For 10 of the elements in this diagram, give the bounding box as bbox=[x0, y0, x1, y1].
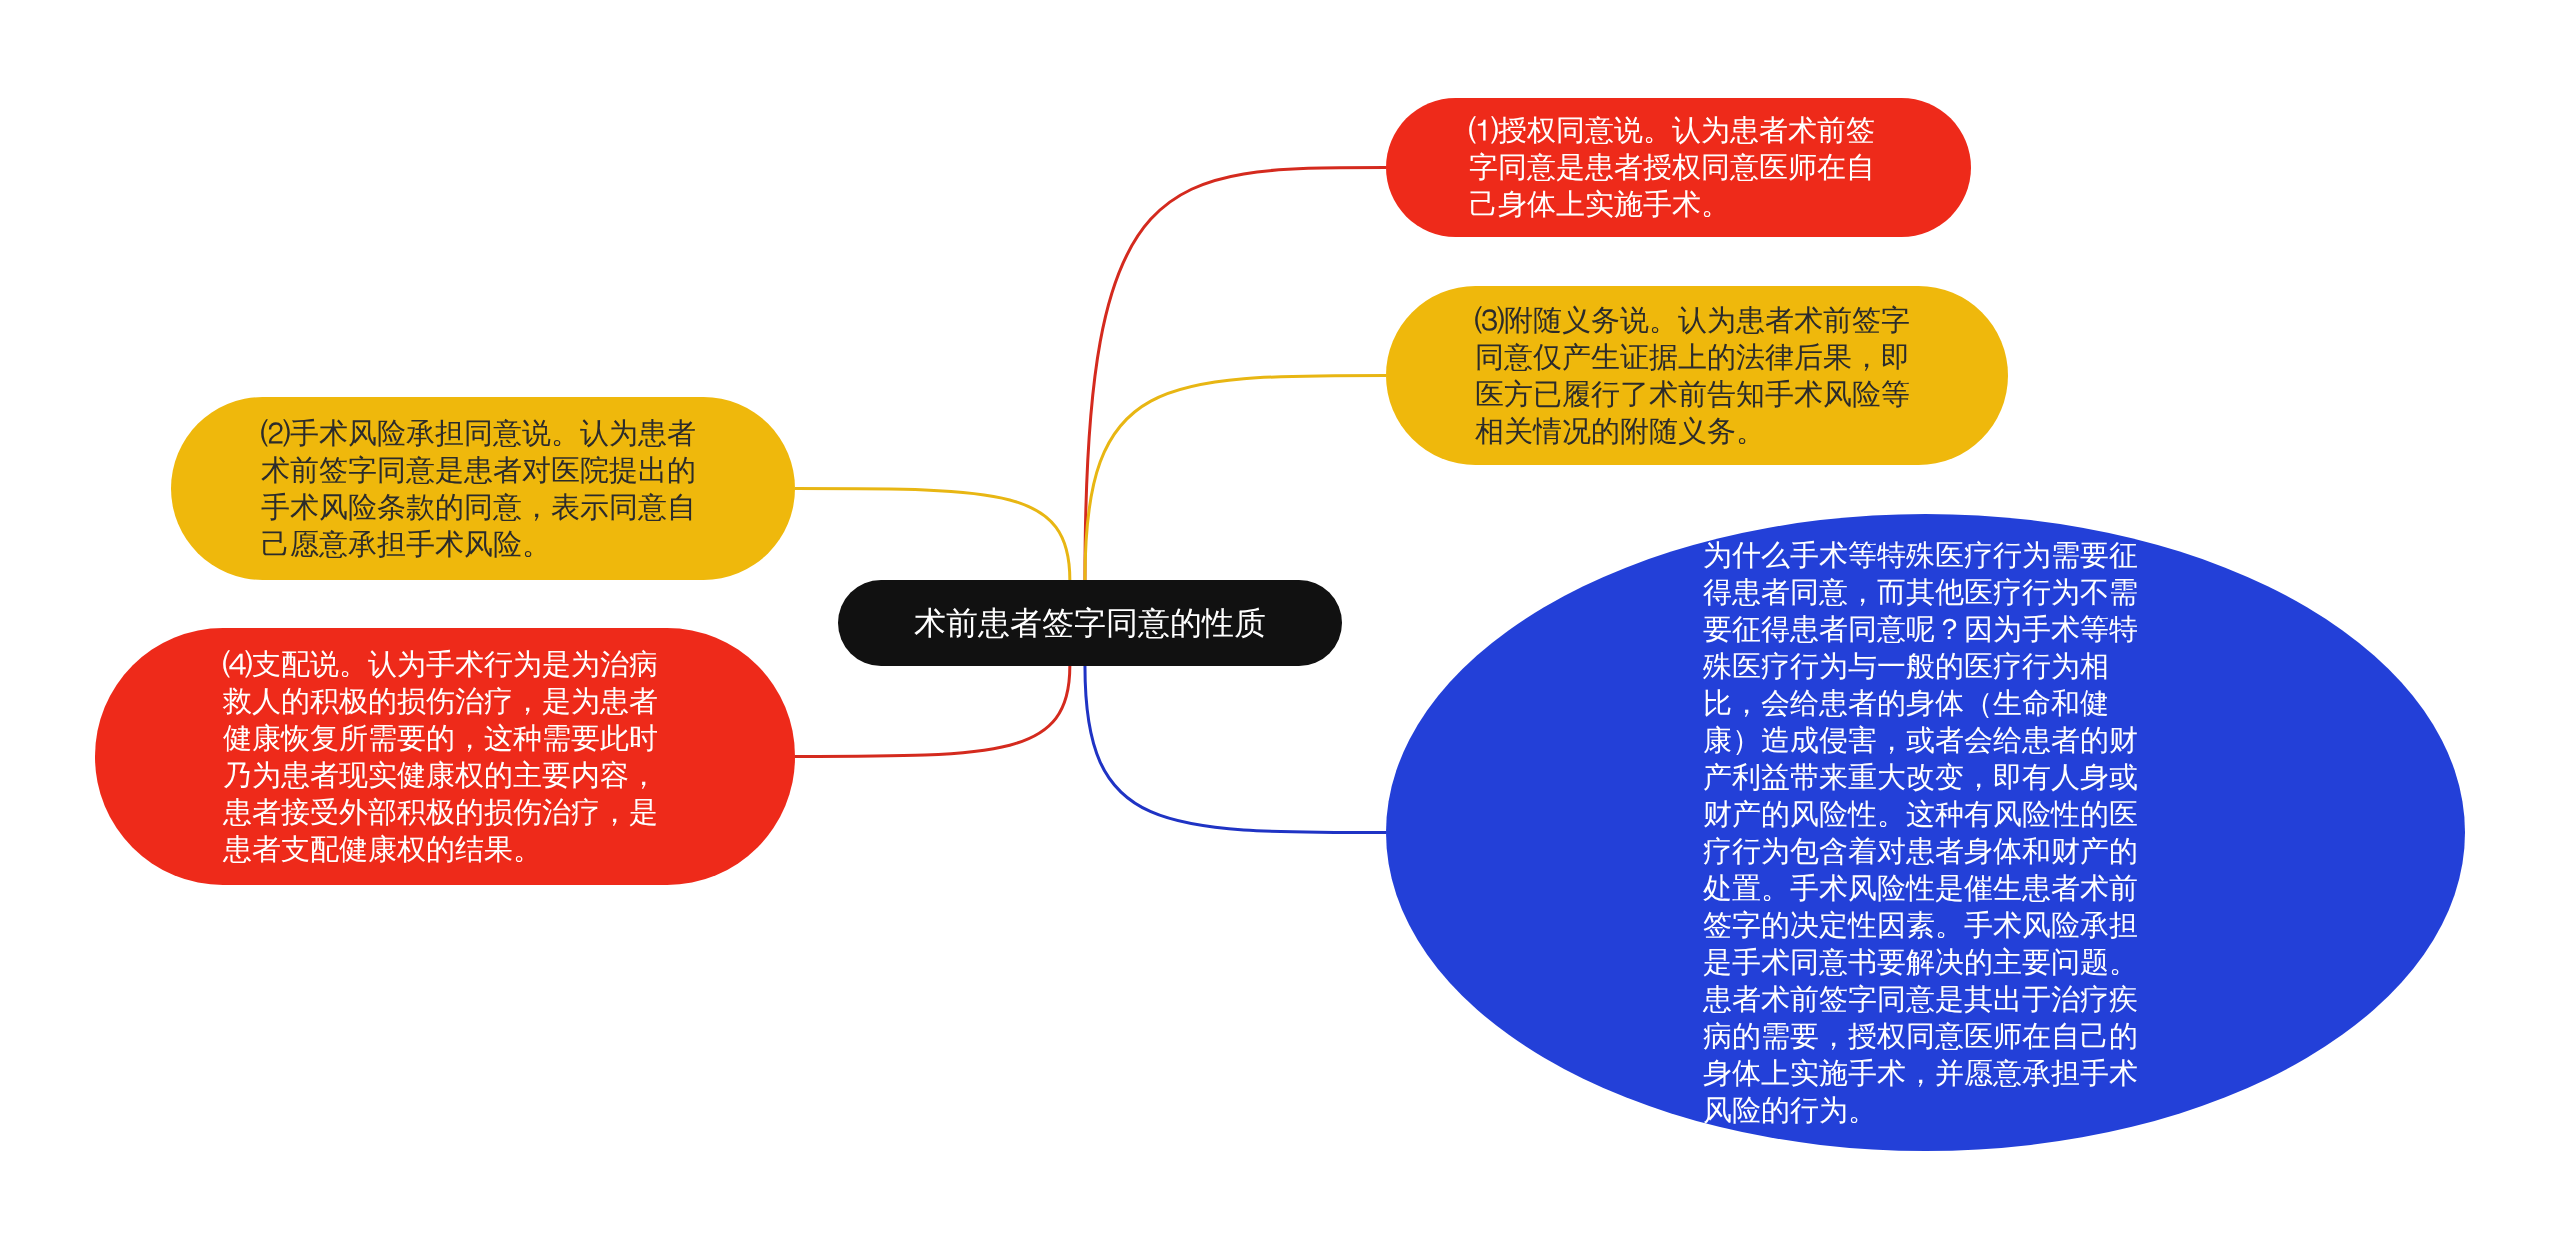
connector bbox=[795, 487, 1072, 581]
branch-text: ⑵手术风险承担同意说。认为患者术前签字同意是患者对医院提出的手术风险条款的同意，表示同意自己愿意承担手术风险。 bbox=[260, 415, 697, 562]
connector bbox=[1083, 374, 1386, 581]
branch-text: ⑶附随义务说。认为患者术前签字同意仅产生证据上的法律后果，即医方已履行了术前告知手术风险等相关情况的附随义务。 bbox=[1474, 302, 1911, 449]
branch-text: ⑴授权同意说。认为患者术前签字同意是患者授权同意医师在自己身体上实施手术。 bbox=[1468, 113, 1876, 222]
connector bbox=[795, 665, 1072, 758]
connector bbox=[1083, 665, 1386, 834]
branch-text: ⑷支配说。认为手术行为是为治病救人的积极的损伤治疗，是为患者健康恢复所需要的，这种需要此时乃为患者现实健康权的主要内容，患者接受外部积极的损伤治疗，是患者支配健康权的结果。 bbox=[222, 646, 659, 867]
topic-text: 术前患者签字同意的性质 bbox=[914, 604, 1266, 642]
explanation-text: 为什么手术等特殊医疗行为需要征得患者同意，而其他医疗行为不需要征得患者同意呢？因为手术等特殊医疗行为与一般的医疗行为相比，会给患者的身体（生命和健康）造成侵害，或者会给患者的财产利益带来重大改变，即有人身或财产的风险性。这种有风险性的医疗行为包含着对患者身体和财产的处置。手术风险性是催生患者术前签字的决定性因素。手术风险承担是手术同意书要解决的主要问题。患者术前签字同意是其出于治疗疾病的需要，授权同意医师在自己的身体上实施手术，并愿意承担手术风险的行为。 bbox=[1703, 537, 2139, 1128]
